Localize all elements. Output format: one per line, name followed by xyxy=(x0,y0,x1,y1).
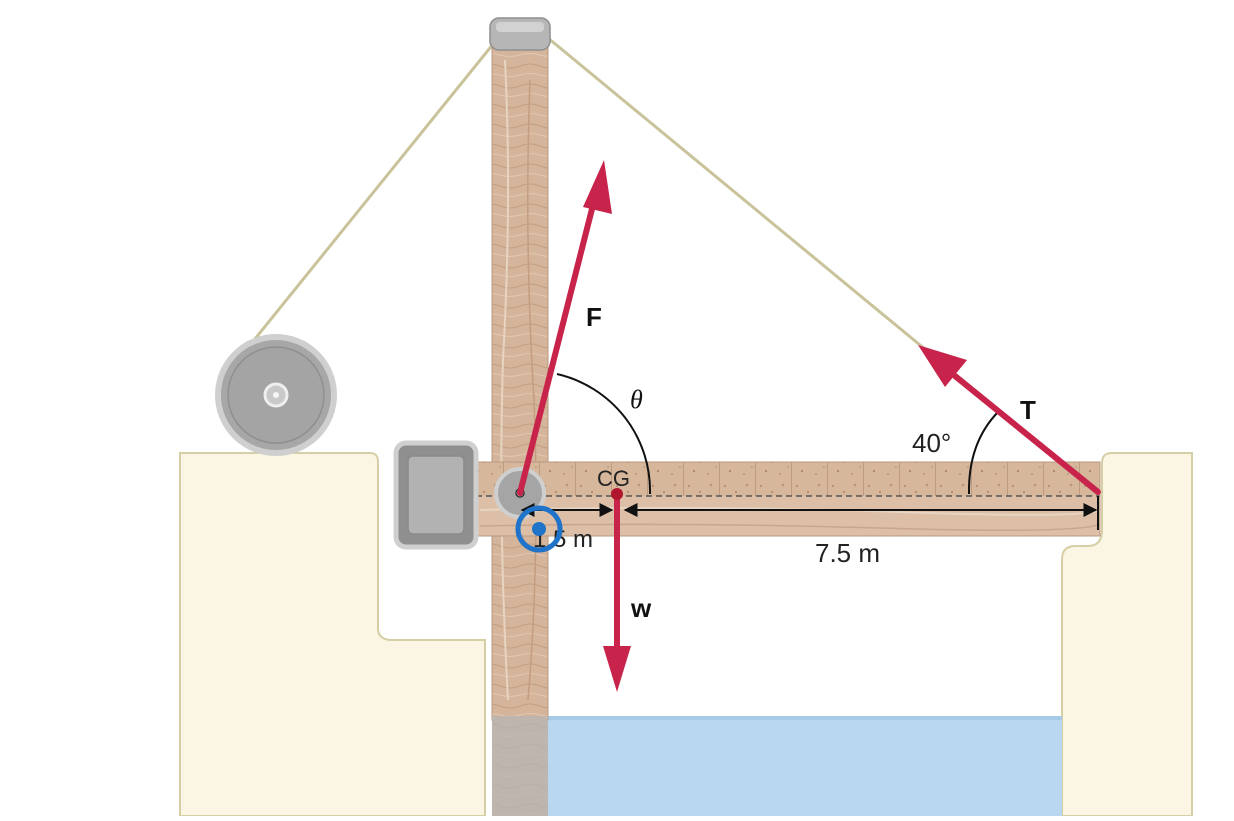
angle-40-arc xyxy=(967,411,999,495)
force-arrow-w xyxy=(603,494,631,692)
pulley-wheel-icon xyxy=(215,334,337,456)
right-bank xyxy=(1061,452,1193,817)
stop-block-icon xyxy=(393,440,479,550)
label-T: T xyxy=(1020,395,1036,425)
theta-arc xyxy=(556,373,652,495)
label-cg: CG xyxy=(597,466,630,491)
label-F: F xyxy=(586,302,602,332)
force-arrow-F xyxy=(517,160,612,496)
selection-ring-icon[interactable] xyxy=(515,505,563,553)
cg-dot xyxy=(611,488,623,500)
left-rope xyxy=(244,37,500,351)
vertical-post xyxy=(491,39,549,721)
force-arrow-T xyxy=(918,345,1101,495)
label-theta: θ xyxy=(630,385,643,414)
left-bank xyxy=(179,452,486,817)
label-40-degrees: 40° xyxy=(912,428,951,458)
water xyxy=(545,716,1062,816)
label-dist-long: 7.5 m xyxy=(815,538,880,568)
label-w: w xyxy=(630,593,652,623)
